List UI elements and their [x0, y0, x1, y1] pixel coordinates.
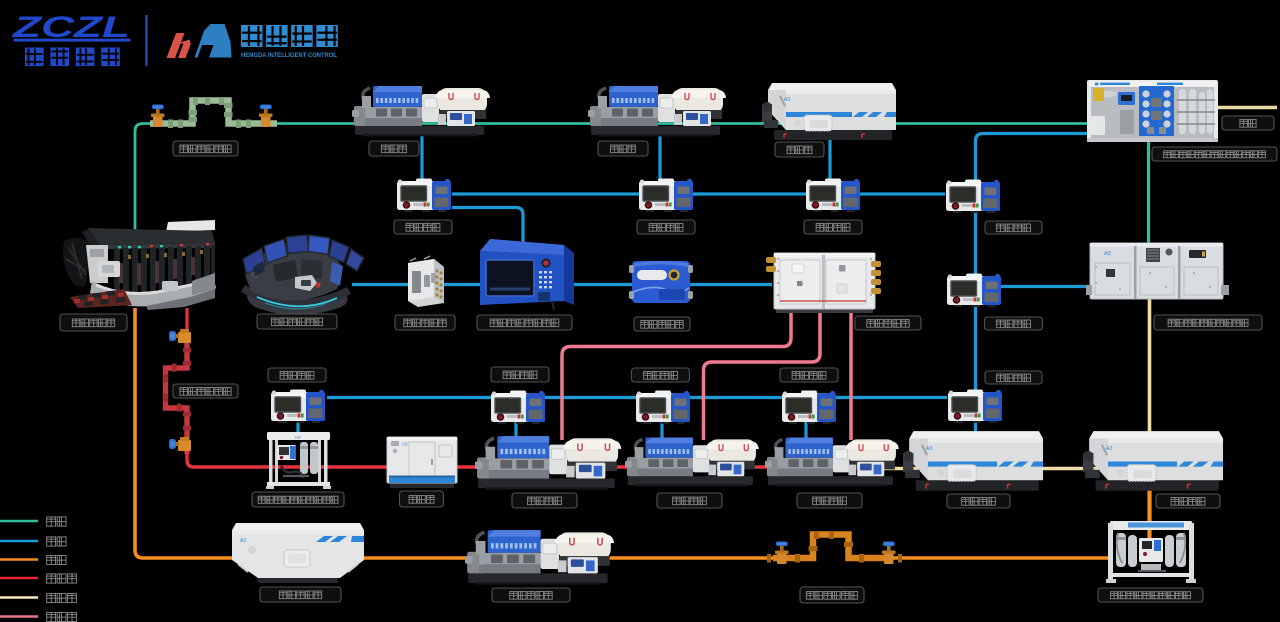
svg-text:A3: A3 [1104, 251, 1111, 257]
svg-text:A3: A3 [402, 442, 408, 447]
svg-text:HENGDA INTELLIGENT CONTROL: HENGDA INTELLIGENT CONTROL [241, 52, 337, 59]
svg-text:A3: A3 [240, 538, 246, 544]
svg-text:HD: HD [295, 435, 301, 440]
svg-text:ZCZL: ZCZL [11, 11, 130, 44]
